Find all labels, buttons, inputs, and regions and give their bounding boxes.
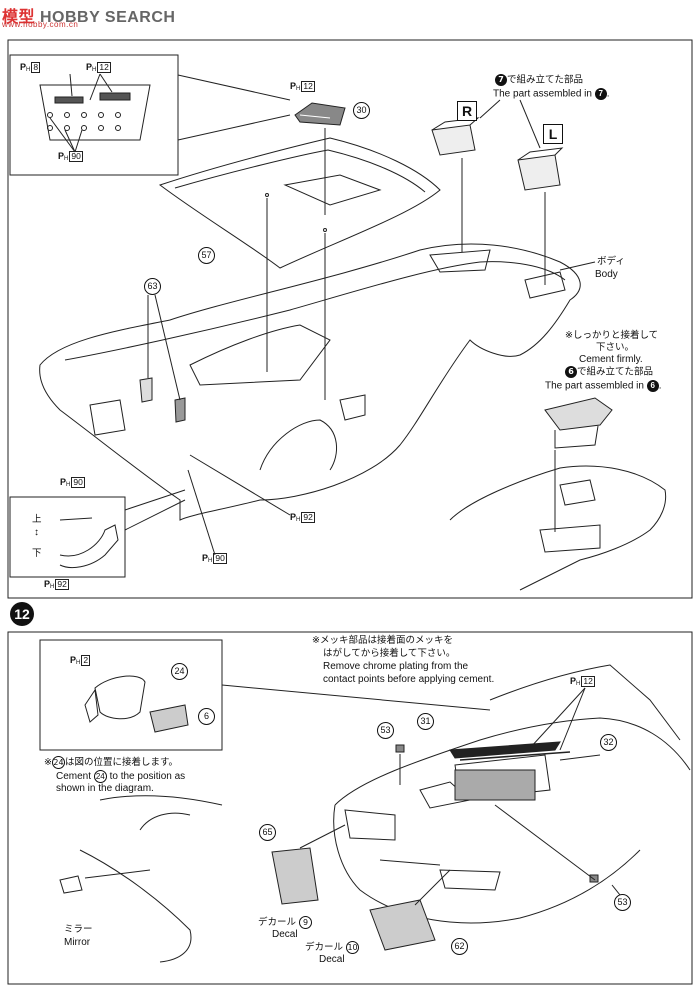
body-en: Body (595, 269, 618, 280)
callout-line (559, 261, 596, 271)
hood-scoop-drawing (294, 102, 346, 126)
inset-dashboard-frame (9, 54, 179, 176)
mirror-en: Mirror (64, 937, 91, 948)
callout-line (529, 687, 586, 749)
callout-line (559, 687, 586, 751)
mirror-note-en-1: Cement 24 to the position as (56, 770, 186, 783)
inset-vent-frame (9, 496, 126, 578)
cement-note-jp-1: ※しっかりと接着して (565, 330, 659, 341)
dashboard-drawing (39, 73, 151, 153)
mirror-note-jp: ※24は図の位置に接着します。 (44, 756, 179, 769)
mirror-drawing (84, 675, 189, 733)
callout-line (519, 99, 541, 149)
arrow-line (299, 824, 346, 849)
arrow-line (414, 869, 451, 906)
decal-65-shape (271, 847, 319, 905)
lower-panel-frame (7, 631, 693, 985)
callout-line (124, 499, 186, 531)
part-number: 63 (144, 278, 161, 295)
mirror-position-drawing (59, 795, 223, 963)
watermark-en: HOBBY SEARCH (39, 9, 176, 26)
decal-62-shape (369, 899, 436, 951)
callout-line (611, 884, 621, 896)
watermark: 模型 HOBBY SEARCH www.hobby.com.cn (2, 3, 176, 29)
body-jp: ボディ (597, 256, 625, 267)
part-number: 53 (614, 894, 631, 911)
decal-10-jp: デカール 10 (305, 941, 360, 954)
inset-mirror-frame (39, 639, 223, 751)
step-number: 12 (10, 602, 34, 626)
callout-line (59, 517, 93, 521)
chrome-note-jp-1: ※メッキ部品は接着面のメッキを (312, 635, 453, 646)
up-label: 上 (32, 514, 42, 525)
callout-line (479, 99, 501, 119)
chrome-note-en-2: contact points before applying cement. (323, 674, 495, 685)
seat-r-drawing (431, 117, 480, 156)
callout-line (494, 804, 596, 881)
cement-note-jp-2: 下さい。 (596, 342, 635, 353)
callout-line (177, 74, 291, 101)
assembled-6-en: The part assembled in 6. (545, 380, 662, 392)
part-number: 31 (417, 713, 434, 730)
decal-10-en: Decal (319, 954, 345, 965)
upper-panel-frame (7, 39, 693, 599)
callout-line (187, 469, 216, 556)
front-body-drawing (333, 664, 691, 924)
seat-l-label: L (543, 124, 563, 144)
up-down-arrow: ↕ (34, 527, 39, 538)
part-number: 62 (451, 938, 468, 955)
knob-53-drawing (589, 874, 599, 883)
watermark-cn: 模型 (2, 9, 36, 26)
down-label: 下 (32, 548, 42, 559)
arrow-line (154, 294, 181, 401)
knob-53-drawing (395, 744, 405, 753)
callout-line (221, 684, 491, 711)
callout-line (177, 114, 291, 141)
chrome-note-jp-2: はがしてから接着して下さい。 (323, 648, 456, 659)
decal-9-jp: デカール 9 (258, 916, 313, 929)
rear-detail-drawing (449, 397, 667, 591)
watermark-url: www.hobby.com.cn (2, 20, 79, 29)
part-number: 24 (171, 663, 188, 680)
part-number: 57 (198, 247, 215, 264)
seat-l-drawing (517, 147, 564, 191)
part-number: 6 (198, 708, 215, 725)
callout-line (124, 489, 186, 511)
inset-vent-drawing (59, 524, 119, 568)
part-number: 30 (353, 102, 370, 119)
assembled-7-en: The part assembled in 7. (493, 88, 610, 100)
part-number: 53 (377, 722, 394, 739)
mirror-note-en-2: shown in the diagram. (56, 783, 154, 794)
chrome-note-en-1: Remove chrome plating from the (323, 661, 469, 672)
part-number: 32 (600, 734, 617, 751)
hood-drawing (158, 137, 441, 269)
cement-note-en: Cement firmly. (579, 354, 643, 365)
mirror-jp: ミラー (64, 924, 93, 935)
callout-line (189, 454, 291, 516)
decal-9-en: Decal (272, 929, 298, 940)
part-number: 65 (259, 824, 276, 841)
car-body-drawing (39, 243, 581, 521)
seat-r-label: R (457, 101, 477, 121)
air-cleaner-drawing (459, 751, 571, 761)
